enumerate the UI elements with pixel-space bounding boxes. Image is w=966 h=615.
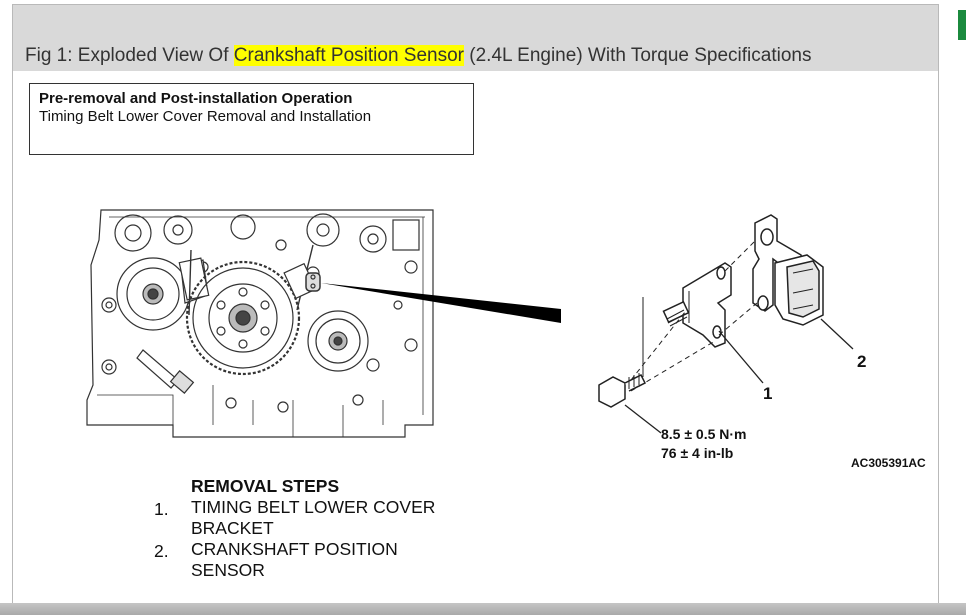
removal-step-line: TIMING BELT LOWER COVER	[191, 497, 436, 517]
removal-step-number: 2.	[154, 541, 169, 561]
removal-step-line: CRANKSHAFT POSITION	[191, 539, 398, 559]
figure-code: AC305391AC	[851, 456, 926, 470]
bolt-part	[598, 376, 626, 408]
exploded-view-diagram: 1 2 8.5 ± 0.5 N·m 76 ± 4 in-lb AC305391A…	[86, 209, 926, 470]
torque-inlb: 76 ± 4 in-lb	[661, 445, 733, 461]
removal-steps-title: REMOVAL STEPS	[191, 476, 340, 496]
caption-highlight: Crankshaft Position Sensor	[233, 45, 464, 66]
engine-illustration	[86, 209, 434, 438]
figure-caption: Fig 1: Exploded View Of Crankshaft Posit…	[25, 45, 811, 67]
removal-step-number: 1.	[154, 499, 169, 519]
callout-bracket-number: 1	[763, 384, 772, 403]
bottom-scroll-bar[interactable]	[0, 603, 966, 615]
callout-leaders	[624, 318, 854, 434]
removal-step-line: BRACKET	[191, 518, 274, 538]
detail-exploded-parts	[598, 214, 824, 408]
caption-prefix: Fig 1: Exploded View Of	[25, 45, 234, 66]
removal-step-line: SENSOR	[191, 560, 265, 580]
detail-leader-wedge	[321, 283, 561, 323]
pre-removal-box: Pre-removal and Post-installation Operat…	[29, 83, 474, 155]
figure-frame: Fig 1: Exploded View Of Crankshaft Posit…	[12, 4, 939, 604]
pre-removal-text: Timing Belt Lower Cover Removal and Inst…	[39, 108, 372, 125]
callout-sensor-number: 2	[857, 352, 866, 371]
caption-suffix: (2.4L Engine) With Torque Specifications	[464, 45, 812, 66]
torque-nm: 8.5 ± 0.5 N·m	[661, 426, 747, 442]
caption-bar: Fig 1: Exploded View Of Crankshaft Posit…	[13, 5, 938, 71]
side-accent-bar	[958, 10, 966, 40]
pre-removal-heading: Pre-removal and Post-installation Operat…	[39, 90, 353, 107]
